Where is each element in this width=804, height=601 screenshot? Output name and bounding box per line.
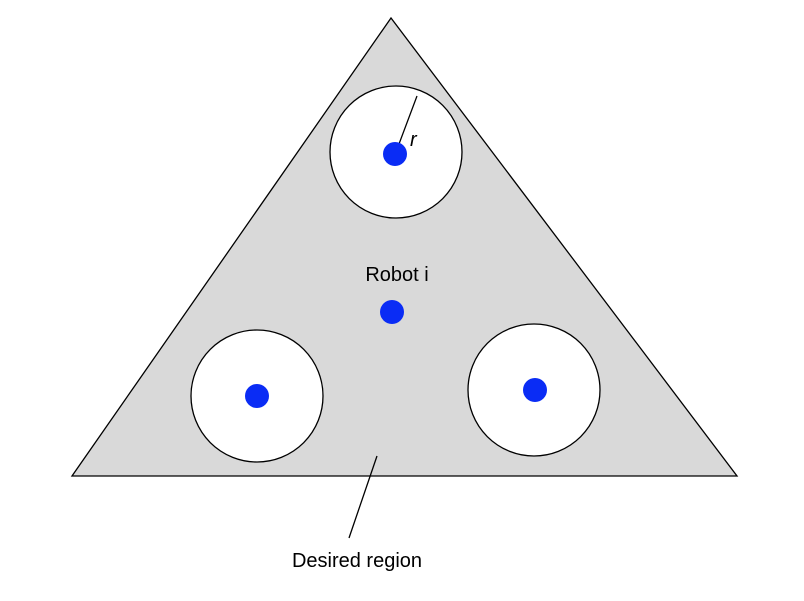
desired-region-label: Desired region [292, 550, 422, 572]
radius-label: r [410, 129, 418, 151]
radius-line [395, 95, 418, 153]
robot-i-dot [380, 300, 404, 324]
region-pointer-line [348, 455, 378, 539]
robot-dot-bottom-left [245, 384, 269, 408]
robot-i-label: Robot i [365, 264, 428, 286]
robot-dot-top [383, 142, 407, 166]
robot-dot-bottom-right [523, 378, 547, 402]
